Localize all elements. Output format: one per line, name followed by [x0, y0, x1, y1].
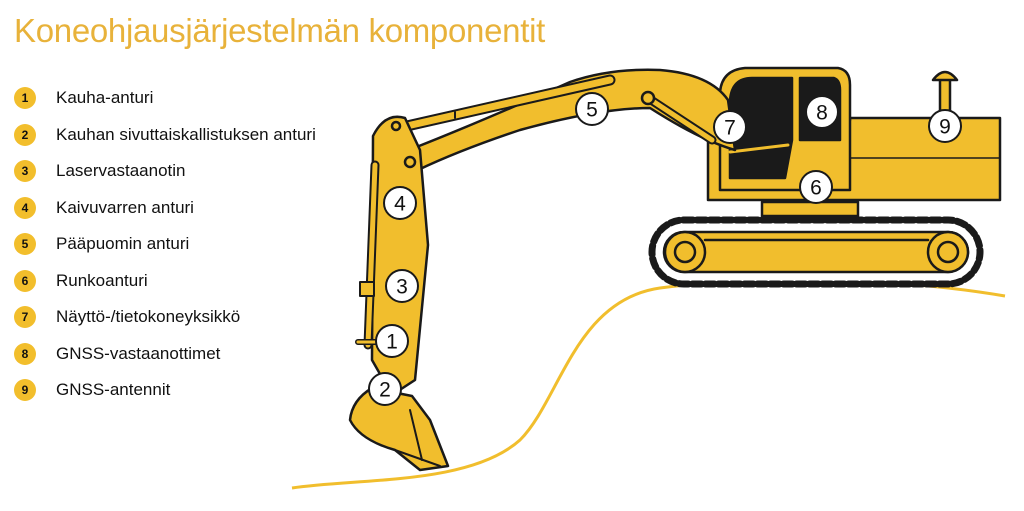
- legend-number-badge: 6: [14, 269, 36, 292]
- legend-item: 6 Runkoanturi: [14, 263, 316, 300]
- legend-number-badge: 3: [14, 160, 36, 183]
- legend-number-badge: 8: [14, 342, 36, 365]
- marker-number: 1: [386, 331, 398, 354]
- diagram-title: Koneohjausjärjestelmän komponentit: [14, 12, 545, 49]
- marker-7: 7: [713, 110, 747, 144]
- legend-item: 5 Pääpuomin anturi: [14, 226, 316, 263]
- marker-8: 8: [805, 95, 839, 129]
- legend-item: 1 Kauha-anturi: [14, 80, 316, 117]
- legend-number-badge: 2: [14, 123, 36, 146]
- legend-item: 8 GNSS-vastaanottimet: [14, 336, 316, 373]
- marker-6: 6: [799, 170, 833, 204]
- marker-number: 5: [586, 99, 598, 122]
- legend-number-badge: 5: [14, 233, 36, 256]
- marker-number: 9: [939, 116, 951, 139]
- legend-label: Näyttö-/tietokoneyksikkö: [56, 307, 241, 327]
- legend-number-badge: 7: [14, 306, 36, 329]
- marker-number: 3: [396, 276, 408, 299]
- marker-number: 8: [816, 102, 828, 125]
- legend-item: 7 Näyttö-/tietokoneyksikkö: [14, 299, 316, 336]
- marker-9: 9: [928, 109, 962, 143]
- legend-label: Kauha-anturi: [56, 88, 154, 108]
- legend-label: GNSS-antennit: [56, 380, 171, 400]
- marker-number: 7: [724, 117, 736, 140]
- legend-item: 9 GNSS-antennit: [14, 372, 316, 409]
- legend-item: 2 Kauhan sivuttaiskallistuksen anturi: [14, 117, 316, 154]
- legend-number-badge: 9: [14, 379, 36, 402]
- legend-item: 3 Laservastaanotin: [14, 153, 316, 190]
- marker-number: 2: [379, 379, 391, 402]
- bucket: [348, 386, 450, 472]
- marker-number: 4: [394, 193, 406, 216]
- marker-4: 4: [383, 186, 417, 220]
- legend-item: 4 Kaivuvarren anturi: [14, 190, 316, 227]
- marker-1: 1: [375, 324, 409, 358]
- legend-number-badge: 4: [14, 196, 36, 219]
- marker-number: 6: [810, 177, 822, 200]
- track-assembly: [648, 216, 984, 288]
- legend-label: Kaivuvarren anturi: [56, 197, 194, 217]
- legend-label: Kauhan sivuttaiskallistuksen anturi: [56, 124, 316, 144]
- marker-3: 3: [385, 269, 419, 303]
- marker-2: 2: [368, 372, 402, 406]
- boom-cylinder: [640, 90, 717, 145]
- slew-ring: [760, 200, 860, 218]
- legend-label: Laservastaanotin: [56, 161, 186, 181]
- legend-number-badge: 1: [14, 87, 36, 110]
- marker-5: 5: [575, 92, 609, 126]
- legend-label: Pääpuomin anturi: [56, 234, 190, 254]
- legend-label: GNSS-vastaanottimet: [56, 343, 221, 363]
- arm-cylinder: [392, 74, 616, 134]
- component-legend: 1 Kauha-anturi 2 Kauhan sivuttaiskallistuk…: [14, 80, 316, 409]
- legend-label: Runkoanturi: [56, 270, 148, 290]
